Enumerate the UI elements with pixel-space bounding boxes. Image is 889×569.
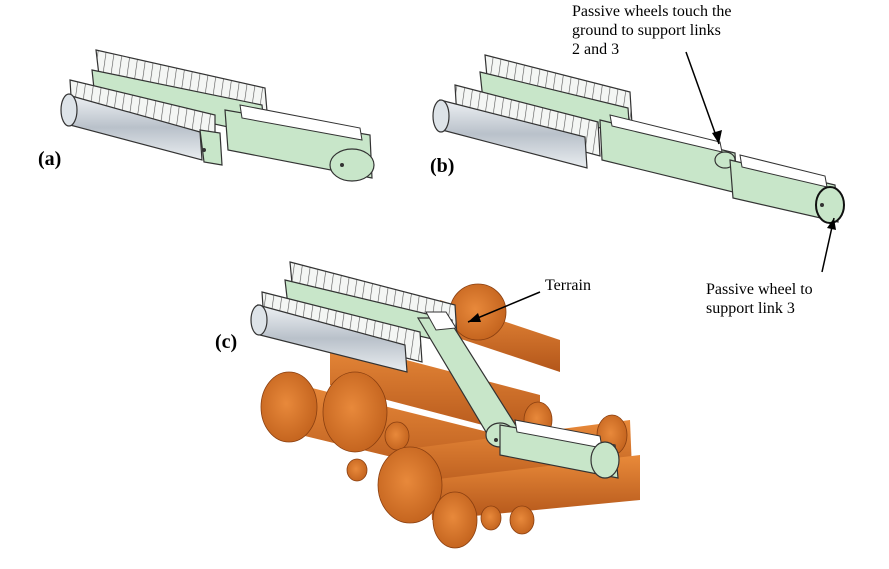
arrowhead-passive-wheel-link3 — [827, 218, 836, 230]
arrow-passive-wheels — [685, 51, 720, 145]
panel-c-label: (c) — [215, 331, 237, 353]
panel-a-robot — [60, 49, 375, 182]
annotation-terrain: Terrain — [545, 277, 591, 294]
annotation-line: 2 and 3 — [572, 41, 620, 58]
arrowhead-passive-wheels — [712, 130, 722, 144]
annotation-line: Passive wheels touch the — [572, 3, 732, 20]
panel-b-robot — [432, 54, 845, 224]
panel-b-label: (b) — [430, 155, 454, 177]
panel-a-label: (a) — [38, 148, 61, 170]
annotation-line: Passive wheel to — [706, 281, 813, 298]
annotation-passive-wheels-touch: Passive wheels touch the ground to suppo… — [572, 2, 732, 59]
panel-c-robot — [250, 261, 620, 479]
annotation-line: support link 3 — [706, 300, 795, 317]
annotation-passive-wheel-link3: Passive wheel to support link 3 — [706, 280, 813, 318]
annotation-line: ground to support links — [572, 22, 721, 39]
arrow-terrain — [467, 291, 541, 323]
arrowhead-terrain — [468, 313, 481, 322]
